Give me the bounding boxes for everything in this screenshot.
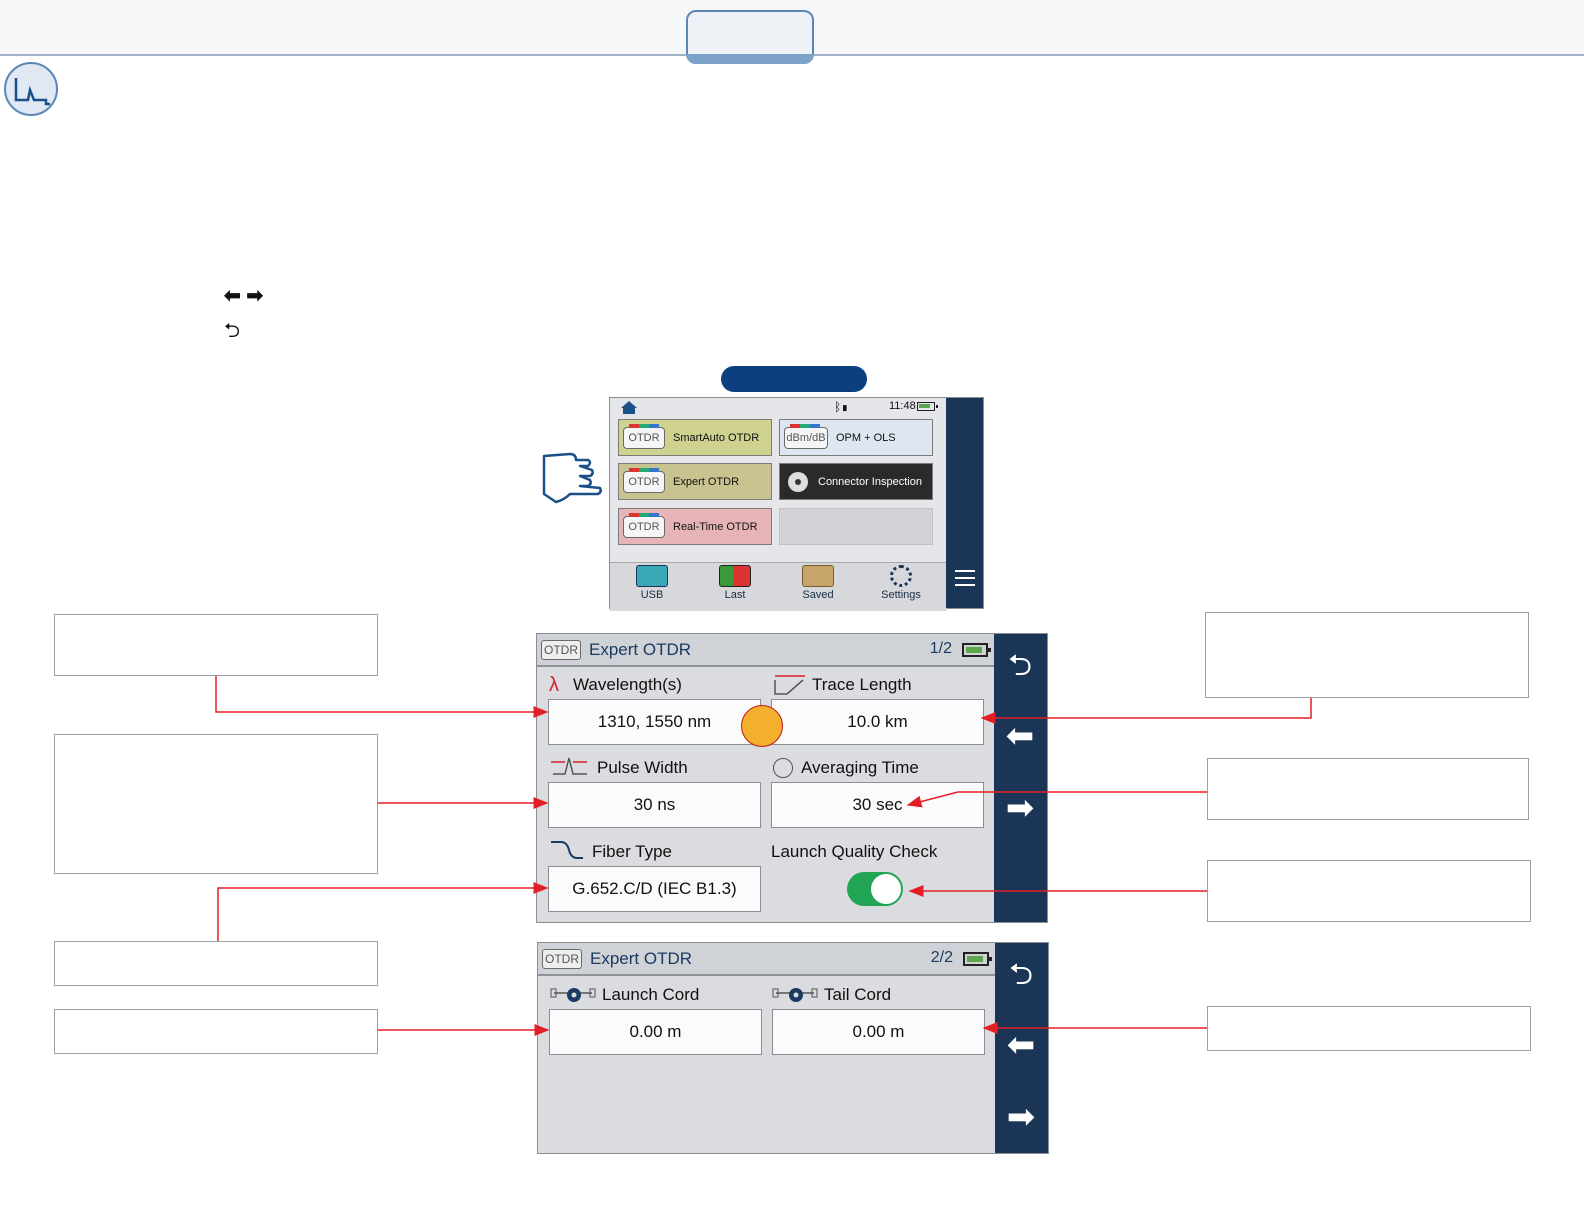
- gear-icon: [890, 565, 912, 587]
- screen-header: OTDR Expert OTDR 2/2: [538, 943, 995, 976]
- status-bar: ᛒ▮ 11:48: [610, 398, 947, 416]
- next-button[interactable]: ➡: [1006, 1098, 1036, 1136]
- inspection-icon: [788, 471, 808, 492]
- otdr-trace-icon: [4, 62, 58, 116]
- expert-otdr-page-1: OTDR Expert OTDR 1/2 λ Wavelength(s) 131…: [536, 633, 1048, 923]
- last-button[interactable]: Last: [705, 565, 765, 601]
- clock: 11:48: [889, 400, 916, 412]
- otdr-badge: OTDR: [542, 948, 582, 969]
- usb-label: USB: [640, 589, 664, 601]
- averaging-time-label: Averaging Time: [801, 758, 919, 777]
- back-button[interactable]: ⮌: [1007, 649, 1033, 682]
- usb-button[interactable]: USB: [622, 565, 682, 601]
- launch-quality-label: Launch Quality Check: [771, 842, 938, 861]
- usb-icon: [636, 565, 668, 587]
- top-tab: [686, 10, 814, 64]
- trace-length-label: Trace Length: [812, 675, 912, 694]
- last-result-icon: [719, 565, 751, 587]
- touch-indicator: [741, 705, 783, 747]
- fiber-type-field[interactable]: G.652.C/D (IEC B1.3): [548, 866, 761, 912]
- pulse-width-field[interactable]: 30 ns: [548, 782, 761, 828]
- callout-launch-quality: [1207, 860, 1531, 922]
- trace-length-field[interactable]: 10.0 km: [771, 699, 984, 745]
- otdr-badge: OTDR: [623, 512, 665, 538]
- screen-title: Expert OTDR: [590, 948, 693, 968]
- previous-button[interactable]: ⬅: [1005, 717, 1035, 755]
- page-indicator: 1/2: [929, 640, 952, 657]
- tail-cord-label: Tail Cord: [824, 985, 892, 1004]
- screen-title: Expert OTDR: [589, 639, 692, 659]
- callout-tail-cord: [1207, 1006, 1531, 1051]
- fiber-type-label: Fiber Type: [592, 842, 673, 861]
- saved-button[interactable]: Saved: [788, 565, 848, 601]
- battery-icon: [962, 643, 991, 657]
- screen-header: OTDR Expert OTDR 1/2: [537, 634, 994, 667]
- dbm-badge: dBm/dB: [784, 423, 828, 449]
- app-label: OPM + OLS: [836, 431, 896, 444]
- callout-launch-cord: [54, 1009, 378, 1054]
- launch-cord-icon: [550, 988, 596, 1002]
- app-label: Connector Inspection: [818, 475, 922, 488]
- pulse-width-label: Pulse Width: [597, 758, 688, 777]
- folder-icon: [802, 565, 834, 587]
- bluetooth-icon: ᛒ▮: [834, 400, 849, 414]
- app-realtime-otdr[interactable]: OTDR Real-Time OTDR: [618, 508, 772, 545]
- back-button[interactable]: ⮌: [1008, 958, 1034, 991]
- app-label: SmartAuto OTDR: [673, 431, 760, 444]
- clock-icon: [773, 758, 793, 778]
- launch-quality-toggle[interactable]: [847, 872, 903, 906]
- settings-label: Settings: [881, 589, 921, 601]
- home-screen: ᛒ▮ 11:48 OTDR SmartAuto OTDR dBm/dB OPM …: [609, 397, 984, 611]
- lambda-icon: λ: [549, 674, 559, 696]
- launch-cord-field[interactable]: 0.00 m: [549, 1009, 762, 1055]
- page-indicator: 2/2: [930, 949, 953, 966]
- battery-icon: [963, 952, 992, 966]
- next-button[interactable]: ➡: [1005, 789, 1035, 827]
- pointing-hand-icon: [540, 448, 604, 508]
- averaging-time-field[interactable]: 30 sec: [771, 782, 984, 828]
- app-label: Real-Time OTDR: [673, 520, 758, 533]
- bottom-toolbar: USB Last Saved Settings: [610, 562, 947, 611]
- app-smartauto-otdr[interactable]: OTDR SmartAuto OTDR: [618, 419, 772, 456]
- saved-label: Saved: [802, 589, 834, 601]
- callout-pulse-width: [54, 734, 378, 874]
- callout-fiber-type: [54, 941, 378, 986]
- app-expert-otdr[interactable]: OTDR Expert OTDR: [618, 463, 772, 500]
- home-sidebar: [946, 398, 983, 608]
- home-icon[interactable]: [620, 400, 638, 415]
- screen-sidebar: ⮌ ⬅ ➡: [995, 943, 1048, 1153]
- otdr-badge: OTDR: [623, 467, 665, 493]
- fiber-type-icon: [551, 841, 583, 859]
- wavelength-label: Wavelength(s): [573, 675, 682, 694]
- menu-icon[interactable]: [955, 570, 975, 572]
- app-connector-inspection[interactable]: Connector Inspection: [779, 463, 933, 500]
- screen-sidebar: ⮌ ⬅ ➡: [994, 634, 1047, 922]
- settings-button[interactable]: Settings: [871, 565, 931, 601]
- arrow-keys-icon: ⬅ ➡: [224, 285, 264, 307]
- section-pill: [721, 366, 867, 392]
- pulse-width-icon: [551, 757, 587, 775]
- empty-slot: [779, 508, 933, 545]
- otdr-badge: OTDR: [541, 639, 581, 660]
- tail-cord-icon: [772, 988, 818, 1002]
- callout-averaging-time: [1207, 758, 1529, 820]
- launch-cord-label: Launch Cord: [602, 985, 700, 1004]
- battery-icon: [917, 402, 938, 411]
- callout-wavelength: [54, 614, 378, 676]
- trace-length-icon: [774, 675, 805, 695]
- otdr-badge: OTDR: [623, 423, 665, 449]
- callout-trace-length: [1205, 612, 1529, 698]
- app-label: Expert OTDR: [673, 475, 740, 488]
- last-label: Last: [724, 589, 746, 601]
- back-icon: ⮌: [224, 320, 241, 342]
- previous-button[interactable]: ⬅: [1006, 1026, 1036, 1064]
- app-opm-ols[interactable]: dBm/dB OPM + OLS: [779, 419, 933, 456]
